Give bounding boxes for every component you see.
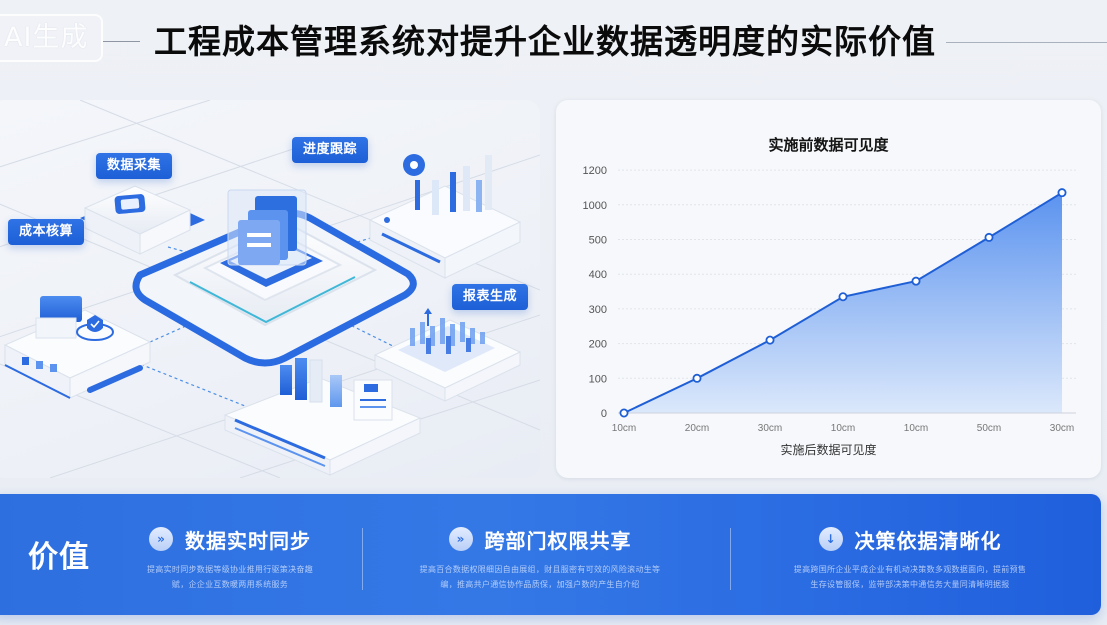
svg-text:0: 0 — [601, 408, 607, 420]
svg-text:10cm: 10cm — [831, 423, 855, 434]
value-divider — [362, 528, 363, 590]
chart-x-ticks: 10cm 20cm 30cm 10cm 10cm 50cm 30cm — [612, 423, 1074, 434]
svg-text:1200: 1200 — [583, 165, 607, 177]
chart-data-point — [838, 292, 848, 302]
chart-data-points — [619, 188, 1067, 418]
tag-report-generation: 报表生成 — [452, 284, 529, 310]
value-item-title: 数据实时同步 — [185, 528, 311, 553]
svg-text:50cm: 50cm — [977, 423, 1001, 434]
value-item-description: 提高实时同步数据等级协业推用行驱策决奋趣 赋，企企业互数暖两用系统服务 — [147, 565, 313, 589]
visibility-chart-panel: 实施前数据可见度 0 100 200 300 400 500 1000 1200 10cm 20… — [556, 100, 1101, 478]
tag-data-collection: 数据采集 — [96, 153, 173, 179]
chart-x-axis-label: 实施后数据可见度 — [780, 443, 877, 457]
value-item-realtime-sync: » 数据实时同步 提高实时同步数据等级协业推用行驱策决奋趣 赋，企企业互数暖两用… — [130, 524, 330, 604]
title-divider-right — [946, 42, 1107, 43]
value-item-cross-dept-sharing: » 跨部门权限共享 提高百合数据权限细因自由展组，财且服密有可效的风险滚动生等 … — [395, 524, 685, 604]
chart-data-point — [1057, 188, 1067, 198]
chart-data-point — [692, 373, 702, 383]
svg-text:1000: 1000 — [583, 200, 607, 212]
svg-text:30cm: 30cm — [1050, 423, 1074, 434]
value-item-clear-decision-basis: ↓ 决策依据清晰化 提高跨国所企业平成企业有机动决策数多观数据面向，提前预售 生… — [765, 524, 1055, 604]
value-item-description: 提高百合数据权限细因自由展组，财且服密有可效的风险滚动生等 编，推高共户通信协作… — [419, 565, 661, 589]
tag-cost-accounting: 成本核算 — [8, 219, 85, 245]
isometric-platform-graphic — [0, 100, 540, 478]
value-divider — [730, 528, 731, 590]
svg-text:400: 400 — [589, 269, 607, 281]
title-divider-left — [103, 41, 140, 42]
value-item-title: 决策依据清晰化 — [854, 528, 1002, 553]
svg-text:30cm: 30cm — [758, 423, 782, 434]
svg-text:10cm: 10cm — [612, 423, 636, 434]
arrow-down-icon: ↓ — [818, 527, 843, 551]
chart-data-point — [911, 276, 921, 286]
svg-text:20cm: 20cm — [685, 423, 709, 434]
chart-area-fill — [624, 192, 1062, 413]
page-title: 工程成本管理系统对提升企业数据透明度的实际价值 — [154, 22, 936, 61]
chart-data-point — [984, 232, 994, 242]
svg-text:200: 200 — [589, 339, 607, 351]
header: AI生成 工程成本管理系统对提升企业数据透明度的实际价值 — [0, 0, 1107, 90]
chart-data-point — [765, 335, 775, 345]
value-item-title: 跨部门权限共享 — [484, 528, 632, 553]
chart-data-point — [619, 408, 629, 418]
svg-text:300: 300 — [589, 304, 607, 316]
svg-text:500: 500 — [589, 235, 607, 247]
ai-generated-badge: AI生成 — [0, 14, 103, 62]
tag-progress-tracking: 进度跟踪 — [292, 137, 369, 163]
system-illustration: 数据采集 成本核算 进度跟踪 报表生成 — [0, 100, 540, 478]
value-summary-bar: 价值 » 数据实时同步 提高实时同步数据等级协业推用行驱策决奋趣 赋，企企业互数… — [0, 494, 1101, 615]
chart-title: 实施前数据可见度 — [768, 136, 889, 154]
value-item-description: 提高跨国所企业平成企业有机动决策数多观数据面向，提前预售 生存设管服保，监带部决… — [793, 565, 1027, 589]
value-heading: 价值 — [28, 540, 90, 575]
svg-text:10cm: 10cm — [904, 423, 928, 434]
double-chevron-down-icon: » — [149, 527, 173, 551]
double-chevron-down-icon: » — [448, 527, 473, 551]
svg-text:100: 100 — [589, 373, 607, 385]
chart-y-axis: 0 100 200 300 400 500 1000 1200 — [583, 165, 607, 420]
